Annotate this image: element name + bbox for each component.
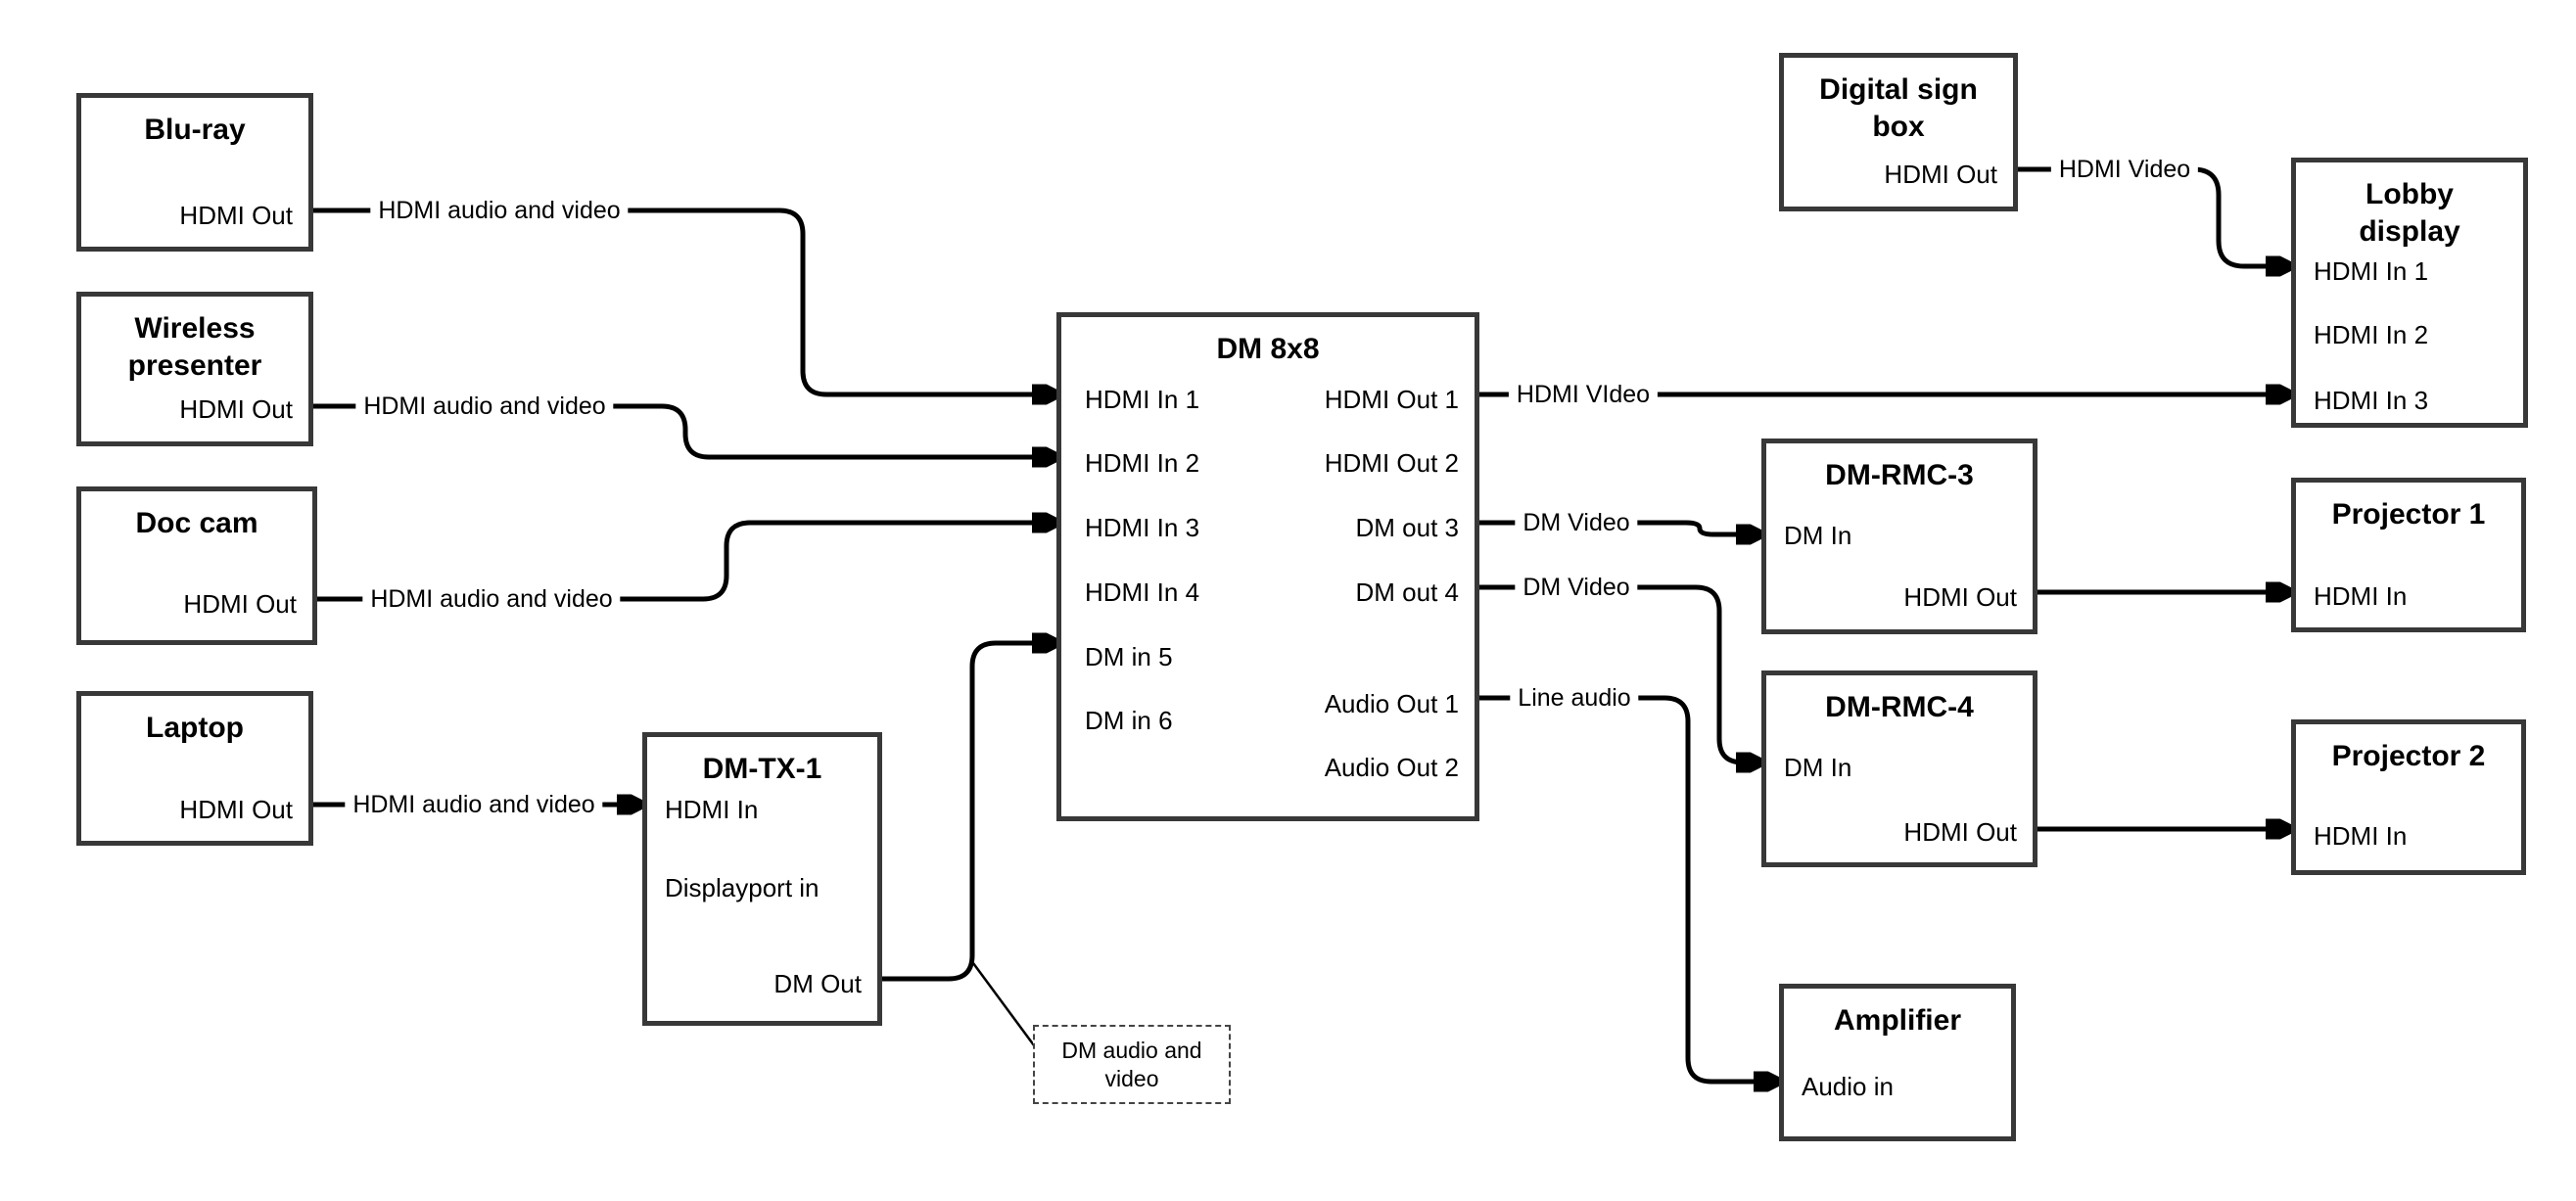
edge-dm8x8-dm-out-3-to-rmc3-dm-in (1479, 520, 1757, 534)
port-dm-out-3: DM out 3 (1355, 513, 1460, 542)
port-hdmi-in: HDMI In (2314, 821, 2408, 851)
port-hdmi-out: HDMI Out (1903, 582, 2017, 612)
edge-dmtx1-dm-out-to-dm8x8-dm-in-5 (882, 643, 1054, 982)
port-hdmi-out-2: HDMI Out 2 (1324, 448, 1459, 478)
node-amplifier: Amplifier Audio in (1779, 984, 2016, 1141)
port-audio-in: Audio in (1802, 1072, 1894, 1101)
edge-label-bluray: HDMI audio and video (370, 195, 629, 226)
port-hdmi-out: HDMI Out (183, 589, 297, 619)
port-dm-in-5: DM in 5 (1085, 642, 1173, 671)
node-projector-2: Projector 2 HDMI In (2291, 719, 2526, 875)
node-lobby-display: Lobby display HDMI In 1 HDMI In 2 HDMI I… (2291, 158, 2528, 428)
port-dm-in: DM In (1784, 753, 1852, 782)
node-title: DM 8x8 (1216, 333, 1320, 365)
node-dm-rmc-3: DM-RMC-3 DM In HDMI Out (1761, 439, 2037, 634)
edge-label-line-audio: Line audio (1510, 682, 1639, 714)
note-text: DM audio and video (1061, 1037, 1202, 1091)
port-hdmi-out: HDMI Out (1884, 160, 1997, 189)
port-hdmi-in-2: HDMI In 2 (1085, 448, 1200, 478)
edge-label-laptop: HDMI audio and video (345, 789, 603, 820)
edge-dm8x8-dm-out-4-to-rmc4-dm-in (1479, 584, 1757, 762)
node-title: Amplifier (1833, 1004, 1962, 1037)
node-title: Blu-ray (144, 114, 246, 146)
node-title: Wireless presenter (127, 312, 262, 382)
edge-dm8x8-audio-out-1-to-amplifier (1479, 695, 1775, 1082)
edge-label-wireless: HDMI audio and video (355, 391, 614, 422)
node-title: DM-RMC-4 (1825, 691, 1974, 723)
port-displayport-in: Displayport in (665, 873, 820, 902)
node-title: Lobby display (2359, 178, 2460, 248)
edge-label-hdmi-video-sign: HDMI Video (2050, 154, 2199, 185)
node-doc-cam: Doc cam HDMI Out (76, 486, 317, 645)
node-projector-1: Projector 1 HDMI In (2291, 478, 2526, 632)
edge-label-hdmi-video-out1: HDMI VIdeo (1508, 379, 1659, 410)
port-hdmi-in-1: HDMI In 1 (1085, 385, 1200, 414)
edge-bluray-to-dm8x8-hdmi-in-1 (313, 208, 1054, 394)
node-bluray: Blu-ray HDMI Out (76, 93, 313, 252)
port-dm-out: DM Out (773, 969, 862, 998)
node-laptop: Laptop HDMI Out (76, 691, 313, 846)
node-title: DM-TX-1 (702, 753, 822, 785)
port-dm-out-4: DM out 4 (1355, 577, 1460, 607)
node-dm-rmc-4: DM-RMC-4 DM In HDMI Out (1761, 670, 2037, 867)
port-hdmi-out: HDMI Out (179, 201, 293, 230)
port-hdmi-in: HDMI In (665, 795, 759, 824)
port-hdmi-out: HDMI Out (1903, 817, 2017, 847)
node-digital-sign-box: Digital sign box HDMI Out (1779, 53, 2018, 211)
port-hdmi-out-1: HDMI Out 1 (1324, 385, 1459, 414)
node-title: Digital sign box (1819, 73, 1978, 143)
port-hdmi-out: HDMI Out (179, 795, 293, 824)
node-dm-8x8: DM 8x8 HDMI In 1 HDMI In 2 HDMI In 3 HDM… (1056, 312, 1479, 821)
node-title: Doc cam (135, 507, 258, 539)
port-hdmi-in: HDMI In (2314, 581, 2408, 611)
port-dm-in-6: DM in 6 (1085, 706, 1173, 735)
node-title: Laptop (146, 712, 244, 744)
node-title: DM-RMC-3 (1825, 459, 1974, 491)
port-hdmi-in-3: HDMI In 3 (2314, 386, 2429, 415)
port-hdmi-in-2: HDMI In 2 (2314, 320, 2429, 349)
edge-doccam-to-dm8x8-hdmi-in-3 (317, 523, 1054, 602)
port-audio-out-2: Audio Out 2 (1324, 753, 1459, 782)
note-dm-audio-and-video: DM audio and video (1033, 1025, 1231, 1104)
node-dm-tx-1: DM-TX-1 HDMI In Displayport in DM Out (642, 732, 882, 1026)
edge-label-dm-video-4: DM Video (1515, 572, 1638, 603)
node-title: Projector 1 (2331, 498, 2486, 531)
edge-digital-sign-to-lobby-hdmi-in-1 (2018, 166, 2287, 266)
port-hdmi-in-4: HDMI In 4 (1085, 577, 1200, 607)
note-leader-line (971, 962, 1036, 1046)
port-hdmi-in-3: HDMI In 3 (1085, 513, 1200, 542)
port-hdmi-out: HDMI Out (179, 394, 293, 424)
port-audio-out-1: Audio Out 1 (1324, 689, 1459, 718)
port-dm-in: DM In (1784, 521, 1852, 550)
node-wireless-presenter: Wireless presenter HDMI Out (76, 292, 313, 446)
edge-label-doccam: HDMI audio and video (362, 583, 621, 615)
edge-label-dm-video-3: DM Video (1515, 507, 1638, 538)
node-title: Projector 2 (2331, 740, 2486, 772)
port-hdmi-in-1: HDMI In 1 (2314, 256, 2429, 286)
edge-wireless-to-dm8x8-hdmi-in-2 (313, 403, 1054, 457)
